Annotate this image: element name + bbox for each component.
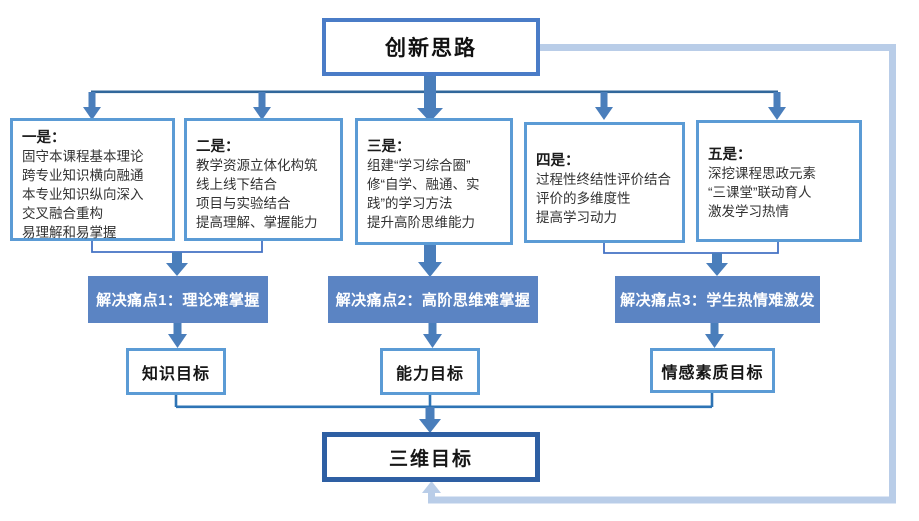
pain-point-label: 解决痛点1：理论难掌握 xyxy=(96,292,260,309)
arrow-down-to-goal1-icon xyxy=(168,334,187,348)
merge-bracket-4-5 xyxy=(603,242,779,254)
arrow-shaft xyxy=(710,323,719,335)
approach-line: 过程性终结性评价结合 xyxy=(536,172,671,188)
goal-merge-lines xyxy=(174,393,714,409)
arrow-down-to-goal2-icon xyxy=(423,334,442,348)
arrow-shaft xyxy=(712,253,722,264)
approach-line: 评价的多维度性 xyxy=(536,191,631,207)
arrow-shaft xyxy=(173,323,182,335)
node-goal-knowledge: 知识目标 xyxy=(126,348,226,395)
node-approach-2: 二是： 教学资源立体化构筑 线上线下结合 项目与实验结合 提高理解、掌握能力 xyxy=(184,118,343,241)
approach-title: 三是： xyxy=(367,139,411,155)
arrow-shaft xyxy=(425,407,435,420)
approach-title: 四是： xyxy=(536,153,580,169)
approach-line: “三课堂”联动育人 xyxy=(708,185,812,201)
node-three-dimensional-goal: 三维目标 xyxy=(322,432,540,482)
node-approach-1: 一是： 固守本课程基本理论 跨专业知识横向融通 本专业知识纵向深入 交叉融合重构… xyxy=(10,118,175,241)
arrow-shaft xyxy=(600,92,608,108)
arrow-down-to-box5-icon xyxy=(768,107,786,120)
approach-line: 修“自学、融通、实践”的学习方法 xyxy=(367,177,480,212)
arrow-shaft xyxy=(773,92,781,108)
goal-label: 知识目标 xyxy=(141,365,210,383)
approach-line: 固守本课程基本理论 xyxy=(22,149,144,165)
arrow-down-to-goal3-icon xyxy=(705,334,724,348)
arrow-down-to-pain1-icon xyxy=(166,263,188,276)
node-approach-3: 三是： 组建“学习综合圈” 修“自学、融通、实践”的学习方法 提升高阶思维能力 xyxy=(355,118,513,245)
node-approach-5: 五是： 深挖课程思政元素 “三课堂”联动育人 激发学习热情 xyxy=(696,120,862,242)
feedback-loop-arrowhead-icon xyxy=(422,481,441,493)
pain-point-label: 解决痛点3：学生热情难激发 xyxy=(620,292,815,309)
node-label: 创新思路 xyxy=(385,37,477,60)
node-pain-point-1: 解决痛点1：理论难掌握 xyxy=(88,276,268,323)
goal-label: 能力目标 xyxy=(395,365,464,383)
arrow-down-to-box3-icon xyxy=(417,108,443,122)
approach-line: 交叉融合重构 xyxy=(22,205,103,221)
approach-title: 一是： xyxy=(22,130,66,146)
node-approach-4: 四是： 过程性终结性评价结合 评价的多维度性 提高学习动力 xyxy=(524,122,685,243)
node-pain-point-2: 解决痛点2：高阶思维难掌握 xyxy=(328,276,538,323)
feedback-loop-line xyxy=(428,44,896,504)
node-pain-point-3: 解决痛点3：学生热情难激发 xyxy=(615,276,820,323)
approach-line: 易理解和易掌握 xyxy=(22,224,117,240)
node-goal-emotion: 情感素质目标 xyxy=(650,348,775,393)
node-goal-ability: 能力目标 xyxy=(380,348,480,395)
approach-line: 提升高阶思维能力 xyxy=(367,214,475,230)
approach-line: 跨专业知识横向融通 xyxy=(22,168,144,184)
approach-title: 二是： xyxy=(196,139,240,155)
approach-line: 深挖课程思政元素 xyxy=(708,166,816,182)
arrow-shaft xyxy=(88,92,96,108)
approach-line: 提高理解、掌握能力 xyxy=(196,214,318,230)
approach-line: 本专业知识纵向深入 xyxy=(22,187,144,203)
pain-point-label: 解决痛点2：高阶思维难掌握 xyxy=(335,292,531,309)
arrow-shaft xyxy=(258,92,266,108)
approach-line: 线上线下结合 xyxy=(196,177,277,193)
arrow-shaft xyxy=(424,242,436,263)
arrow-down-to-pain2-icon xyxy=(418,262,442,277)
arrow-shaft xyxy=(172,252,182,264)
arrow-down-to-pain3-icon xyxy=(706,263,728,276)
arrow-down-to-box2-icon xyxy=(253,107,271,120)
approach-title: 五是： xyxy=(708,147,752,163)
approach-line: 项目与实验结合 xyxy=(196,196,291,212)
title-stub-line xyxy=(424,75,436,109)
arrow-shaft xyxy=(428,323,437,335)
goal-label: 情感素质目标 xyxy=(661,364,764,382)
approach-line: 提高学习动力 xyxy=(536,210,617,226)
approach-line: 激发学习热情 xyxy=(708,204,789,220)
final-label: 三维目标 xyxy=(388,448,473,470)
node-innovation-ideas: 创新思路 xyxy=(322,18,540,76)
arrow-down-to-box1-icon xyxy=(83,107,101,120)
approach-line: 组建“学习综合圈” xyxy=(367,158,471,174)
approach-line: 教学资源立体化构筑 xyxy=(196,158,318,174)
arrow-down-to-box4-icon xyxy=(595,107,613,120)
arrow-down-to-final-icon xyxy=(419,419,441,433)
